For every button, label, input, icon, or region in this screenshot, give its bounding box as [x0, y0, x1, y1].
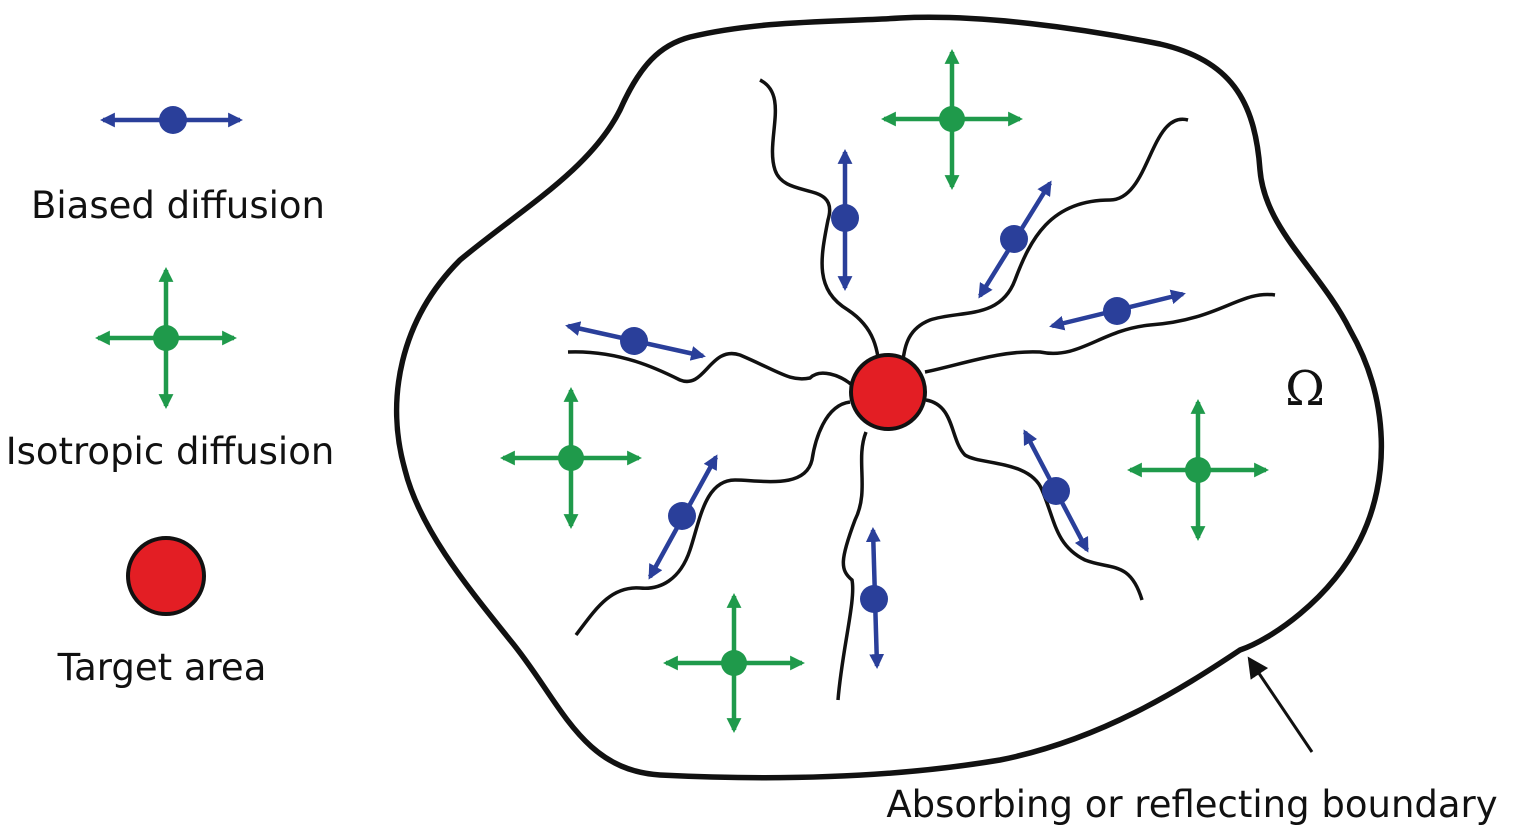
legend-isotropic-label: Isotropic diffusion — [6, 430, 335, 473]
isotropic-particle — [1127, 399, 1269, 541]
filament-upper-right — [900, 117, 1189, 366]
target-area — [849, 353, 927, 431]
biased-particle — [860, 527, 888, 669]
biased-particle — [565, 321, 706, 361]
legend-isotropic-icon — [95, 267, 237, 409]
isotropic-particle — [500, 387, 642, 529]
filament-bottom — [836, 431, 868, 701]
biased-particle — [978, 180, 1052, 299]
filament-right — [924, 292, 1276, 374]
domain-symbol: Ω — [1285, 361, 1325, 417]
legend-target-label: Target area — [57, 646, 267, 689]
biased-particles — [565, 149, 1186, 669]
filament-top — [759, 78, 882, 376]
legend-biased-label: Biased diffusion — [31, 184, 325, 227]
isotropic-particles — [500, 49, 1269, 733]
boundary-label: Absorbing or reflecting boundary — [886, 783, 1497, 826]
biased-particle — [1023, 429, 1089, 553]
legend-biased-icon — [100, 106, 243, 134]
isotropic-particle — [881, 49, 1023, 190]
isotropic-particle — [663, 593, 805, 733]
filament-lower-left — [574, 400, 851, 637]
biased-particle — [1049, 289, 1186, 331]
boundary-pointer-arrow — [1247, 656, 1314, 753]
filament-lower-right — [925, 398, 1144, 601]
legend-target-icon — [126, 536, 206, 616]
legend: Biased diffusion Isotropic diffusion Tar… — [6, 106, 335, 689]
biased-particle — [831, 149, 859, 291]
biased-particle — [648, 454, 718, 580]
filament-left — [567, 350, 854, 387]
domain-boundary — [393, 14, 1385, 781]
